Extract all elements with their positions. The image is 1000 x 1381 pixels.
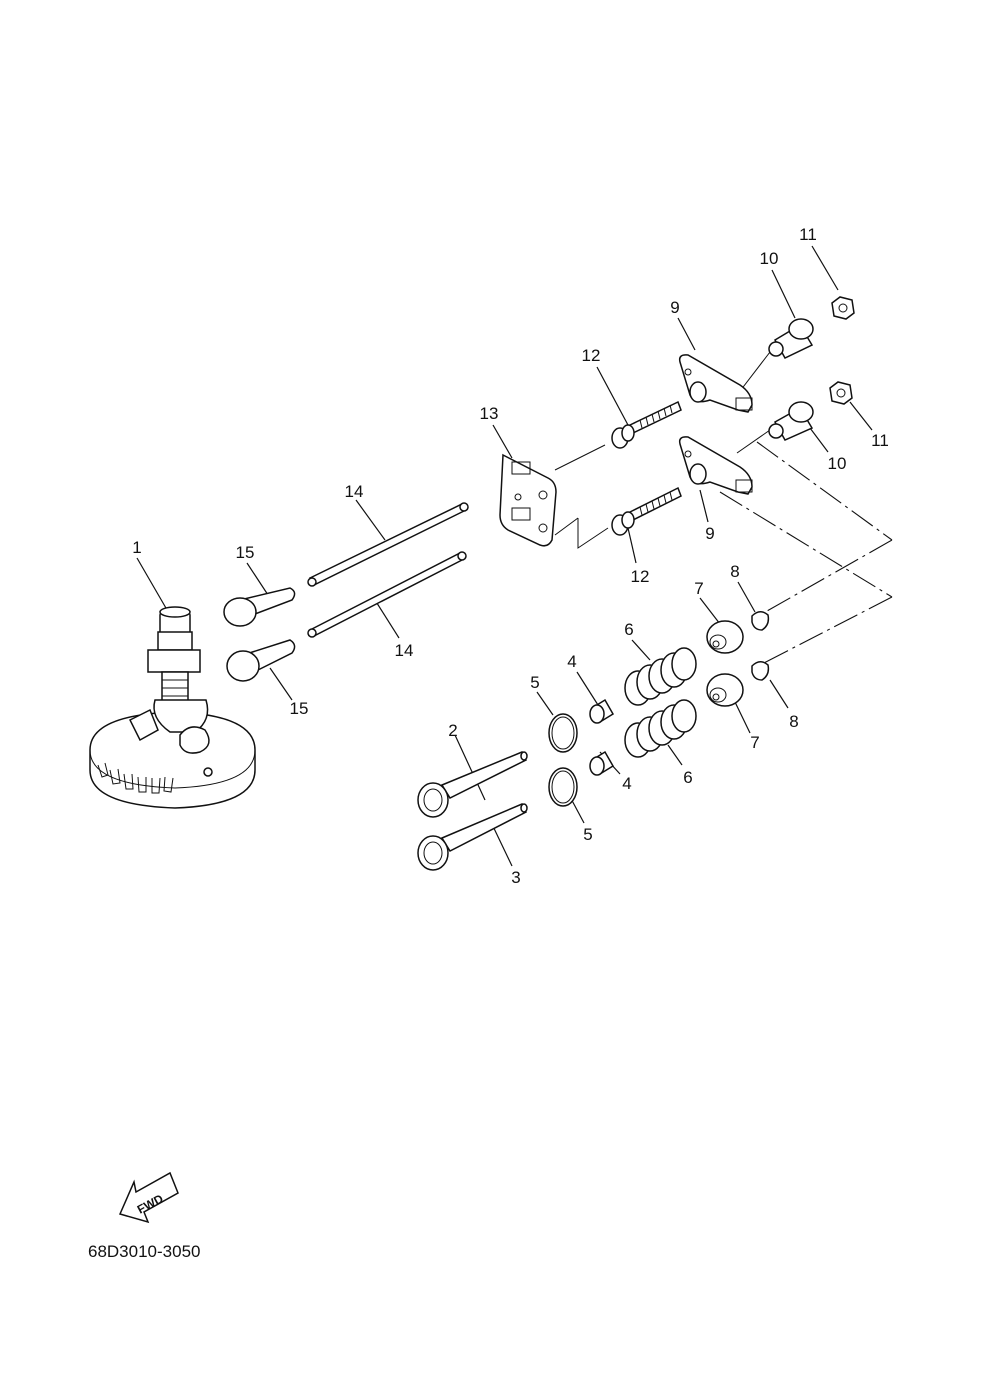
pivot-bottom (768, 401, 814, 441)
callout-7-bottom: 7 (750, 733, 759, 752)
callout-numbers: 1 2 3 4 4 5 5 6 6 7 7 8 8 9 9 10 10 11 1… (132, 225, 889, 887)
callout-4-bottom: 4 (622, 774, 631, 793)
callout-15-top: 15 (236, 543, 255, 562)
valves (417, 751, 528, 871)
fwd-arrow-icon: FWD (118, 1171, 179, 1224)
callout-8-top: 8 (730, 562, 739, 581)
gear-teeth (97, 762, 174, 794)
rocker-arm-studs (611, 400, 682, 536)
callout-13: 13 (480, 404, 499, 423)
rocker-arm-top (678, 354, 753, 413)
pivot-top (768, 318, 814, 359)
callout-7-top: 7 (694, 579, 703, 598)
callout-9-top: 9 (670, 298, 679, 317)
callout-8-bottom: 8 (789, 712, 798, 731)
callout-14-bottom: 14 (395, 641, 414, 660)
valve-lifter-bottom (226, 639, 296, 682)
rocker-stud-top (611, 400, 682, 449)
callout-15-bottom: 15 (290, 699, 309, 718)
rocker-arms (678, 354, 753, 495)
callout-5-bottom: 5 (583, 825, 592, 844)
collets (751, 611, 770, 681)
callout-3: 3 (511, 868, 520, 887)
document-number: 68D3010-3050 (88, 1242, 200, 1261)
camshaft-assembly (89, 606, 256, 809)
callout-6-top: 6 (624, 620, 633, 639)
callout-5-top: 5 (530, 673, 539, 692)
callout-10-top: 10 (760, 249, 779, 268)
exhaust-valve (417, 803, 528, 871)
callout-11-top: 11 (799, 225, 817, 244)
callout-10-bottom: 10 (828, 454, 847, 473)
valve-spring-top (624, 647, 697, 706)
leader-lines (136, 245, 873, 867)
callout-1: 1 (132, 538, 141, 557)
callout-11-bottom: 11 (871, 431, 889, 450)
callout-9-bottom: 9 (705, 524, 714, 543)
nuts (829, 296, 855, 405)
callout-14-top: 14 (345, 482, 364, 501)
callout-12-bottom: 12 (631, 567, 650, 586)
valve-stem-seals (589, 698, 615, 776)
push-rods (307, 502, 469, 638)
valve-lifter-top (223, 587, 296, 627)
valve-lifters (223, 587, 296, 682)
intake-valve (417, 751, 528, 818)
rocker-pivots (768, 318, 814, 441)
callout-6-bottom: 6 (683, 768, 692, 787)
rocker-arm-bottom (678, 436, 753, 495)
valve-spring-bottom (624, 699, 697, 758)
callout-2: 2 (448, 721, 457, 740)
valve-springs (624, 647, 697, 758)
callout-4-top: 4 (567, 652, 576, 671)
guide-plate (499, 453, 557, 547)
spring-retainers (706, 620, 744, 707)
washers (548, 713, 578, 807)
rocker-stud-bottom (611, 486, 682, 536)
callout-12-top: 12 (582, 346, 601, 365)
assembly-lines (554, 351, 893, 666)
